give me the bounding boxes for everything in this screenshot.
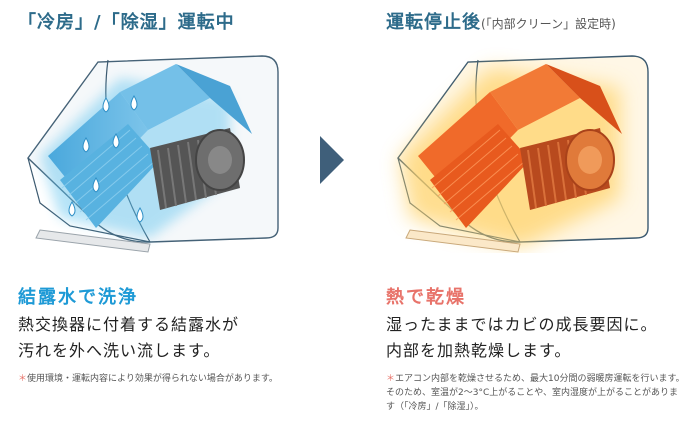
drying-aircon-illustration [397,55,649,253]
cooling-panel: 「冷房」/「除湿」運転中 [0,0,330,425]
wash-subtitle: 結露水で洗浄 [18,287,138,308]
footnote-mark: ＊ [386,374,396,384]
cooling-aircon-illustration [27,55,279,253]
dry-subtitle: 熱で乾燥 [386,287,466,308]
wash-description: 熱交換器に付着する結露水が 汚れを外へ洗い流します。 [18,312,328,364]
dry-description: 湿ったままではカビの成長要因に。 内部を加熱乾燥します。 [386,312,696,364]
drying-heading-main: 運転停止後 [386,12,481,33]
chevron-right-icon [320,136,344,184]
cooling-heading: 「冷房」/「除湿」運転中 [18,12,235,33]
wash-description-line1: 熱交換器に付着する結露水が [18,315,240,334]
dry-description-line2: 内部を加熱乾燥します。 [386,341,572,360]
heat-exchanger-fins [418,64,622,228]
fan-drum [520,128,615,210]
drying-panel: 運転停止後(「内部クリーン」設定時) [370,0,700,425]
dry-description-line1: 湿ったままではカビの成長要因に。 [386,315,658,334]
water-drop-icon [68,95,144,223]
louver [35,229,151,253]
heat-exchanger-fins [48,64,252,228]
wash-footnote-text: 使用環境・運転内容により効果が得られない場合があります。 [27,374,278,384]
wash-description-line2: 汚れを外へ洗い流します。 [18,341,221,360]
wash-footnote: ＊使用環境・運転内容により効果が得られない場合があります。 [18,372,288,386]
drying-heading-sub: (「内部クリーン」設定時) [481,17,616,31]
fan-drum [150,128,245,210]
footnote-mark: ＊ [18,374,28,384]
dry-footnote: ＊エアコン内部を乾燥させるため、最大10分間の弱暖房運転を行います。そのため、室… [386,372,686,414]
drying-heading: 運転停止後(「内部クリーン」設定時) [386,8,616,34]
louver [405,229,521,253]
dry-footnote-text: エアコン内部を乾燥させるため、最大10分間の弱暖房運転を行います。そのため、室温… [386,374,685,412]
